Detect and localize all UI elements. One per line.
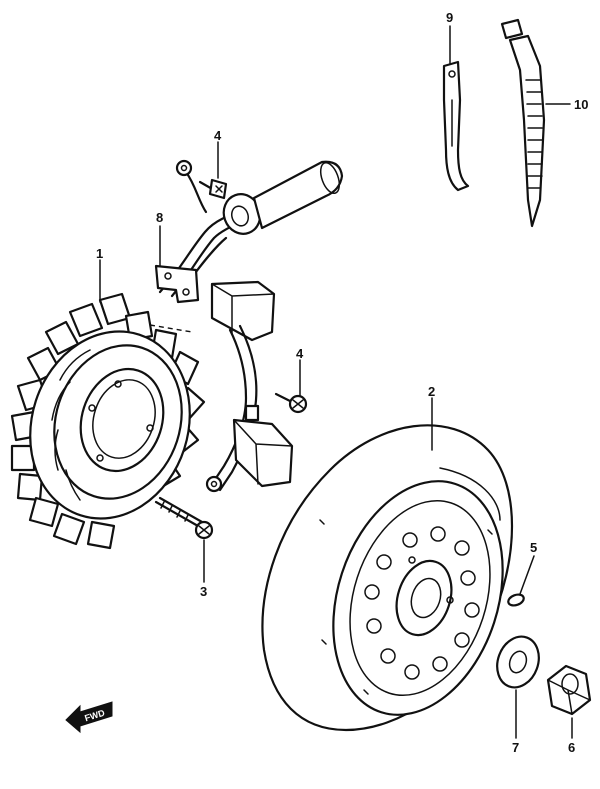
- callout-7: 7: [512, 740, 519, 755]
- washer: [496, 635, 540, 689]
- stator-coil: [10, 292, 206, 550]
- flywheel-holes: [364, 526, 480, 680]
- callout-4-upper: 4: [214, 128, 222, 143]
- callout-2: 2: [428, 384, 435, 399]
- callout-10: 10: [574, 97, 588, 112]
- callout-numbers: 1 2 3 4 4 5 6 7 8 9 10: [96, 10, 588, 755]
- wire-clamp-strap: [442, 60, 470, 192]
- callout-5: 5: [530, 540, 537, 555]
- callout-3: 3: [200, 584, 207, 599]
- woodruff-key: [507, 593, 525, 607]
- fwd-arrow: FWD: [65, 701, 113, 734]
- pulser-bracket: [205, 324, 294, 493]
- wiring-harness: [154, 159, 344, 342]
- callout-1: 1: [96, 246, 103, 261]
- screw-3: [154, 496, 214, 540]
- callout-6: 6: [568, 740, 575, 755]
- callout-9: 9: [446, 10, 453, 25]
- nut: [546, 664, 592, 716]
- flywheel-rotor: [261, 424, 513, 732]
- screw-4-lower: [274, 392, 308, 414]
- leader-lines: [99, 25, 573, 739]
- screw-4-upper: [198, 178, 228, 200]
- cable-tie: [500, 18, 546, 228]
- callout-8: 8: [156, 210, 163, 225]
- callout-4-lower: 4: [296, 346, 304, 361]
